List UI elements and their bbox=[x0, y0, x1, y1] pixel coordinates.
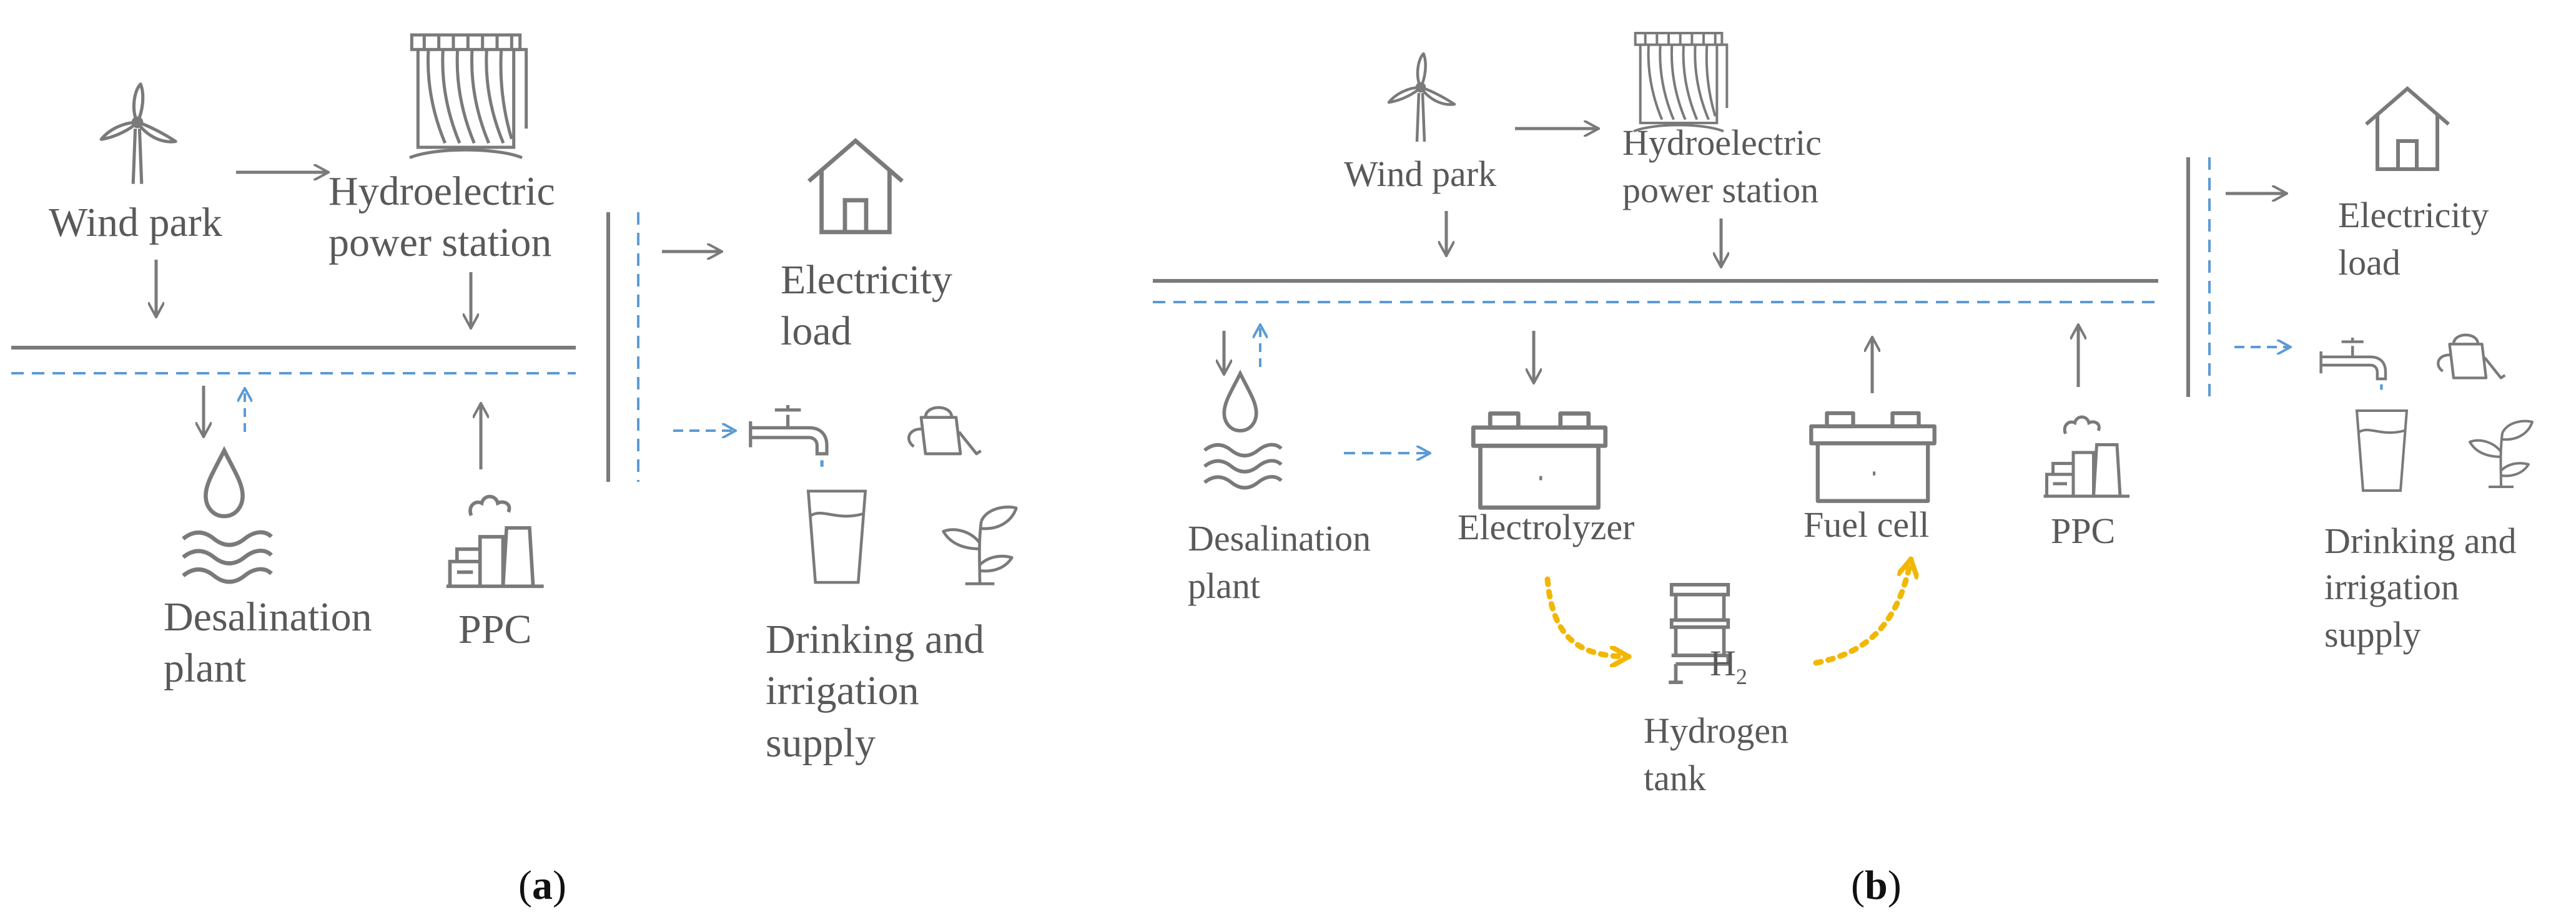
water-drop-icon bbox=[183, 451, 271, 582]
hydrogen-tank-label-line1: Hydrogen bbox=[1644, 710, 1789, 751]
supply-label-line2: irrigation bbox=[766, 668, 919, 713]
desalination-label-line2: plant bbox=[164, 645, 246, 691]
panel-b-caption: (b) bbox=[1851, 863, 1902, 908]
power-plant-icon bbox=[2044, 417, 2130, 496]
ppc-label: PPC bbox=[2051, 511, 2115, 551]
h2-subscript: 2 bbox=[1736, 664, 1747, 689]
wind-turbine-icon bbox=[1389, 54, 1454, 142]
supply-label-line3: supply bbox=[2324, 614, 2421, 655]
glass-icon bbox=[2357, 411, 2407, 491]
water-drop-icon bbox=[1205, 374, 1281, 488]
caption-letter: b bbox=[1865, 863, 1888, 908]
supply-label-line2: irrigation bbox=[2324, 567, 2459, 607]
house-icon bbox=[2366, 89, 2449, 169]
glass-icon bbox=[808, 491, 865, 582]
plant-icon bbox=[2470, 421, 2532, 487]
supply-label-line1: Drinking and bbox=[2324, 521, 2517, 561]
panel-a: Wind park Hydroelectric power station El… bbox=[11, 35, 1016, 908]
desalination-label-line2: plant bbox=[1188, 565, 1260, 606]
desalination-label-line1: Desalination bbox=[164, 594, 372, 640]
arrow-electrolyzer-to-tank bbox=[1544, 576, 1632, 657]
battery-icon bbox=[1473, 414, 1606, 508]
panel-a-caption: (a) bbox=[518, 863, 566, 908]
panel-b: Wind park Hydroelectric power station El… bbox=[1153, 33, 2532, 908]
hydroelectric-label-line2: power station bbox=[328, 220, 551, 265]
hydroelectric-dam-icon bbox=[410, 35, 526, 158]
hydroelectric-dam-icon bbox=[1634, 33, 1727, 131]
wind-park-label: Wind park bbox=[49, 200, 222, 245]
watering-can-icon bbox=[909, 408, 980, 454]
ppc-label: PPC bbox=[458, 607, 531, 652]
supply-label-line3: supply bbox=[766, 720, 876, 766]
electricity-load-label-line1: Electricity bbox=[781, 257, 952, 303]
h2-symbol: H bbox=[1710, 643, 1736, 683]
electricity-load-label-line1: Electricity bbox=[2338, 195, 2489, 235]
hydroelectric-label-line1: Hydroelectric bbox=[328, 169, 555, 214]
watering-can-icon bbox=[2438, 335, 2505, 378]
wind-turbine-icon bbox=[101, 84, 175, 184]
hydroelectric-label-line2: power station bbox=[1622, 170, 1818, 210]
hydroelectric-label-line1: Hydroelectric bbox=[1622, 122, 1822, 163]
hydrogen-tank-label-line2: tank bbox=[1644, 758, 1706, 798]
caption-close: ) bbox=[1888, 863, 1902, 908]
caption-close: ) bbox=[553, 863, 566, 908]
electricity-load-label-line2: load bbox=[2338, 242, 2401, 283]
electrolyzer-label: Electrolyzer bbox=[1458, 507, 1634, 547]
arrow-tank-to-fuel-cell bbox=[1813, 559, 1911, 666]
house-icon bbox=[809, 141, 902, 232]
battery-icon bbox=[1811, 413, 1934, 501]
wind-park-label: Wind park bbox=[1344, 154, 1496, 194]
tap-icon bbox=[751, 405, 827, 467]
fuel-cell-label: Fuel cell bbox=[1804, 504, 1929, 545]
power-plant-icon bbox=[447, 497, 544, 587]
desalination-label-line1: Desalination bbox=[1188, 518, 1371, 559]
h2-label: H2 bbox=[1710, 643, 1747, 689]
caption-open: ( bbox=[1851, 863, 1865, 908]
supply-label-line1: Drinking and bbox=[766, 617, 984, 662]
electricity-load-label-line2: load bbox=[781, 308, 852, 354]
tap-icon bbox=[2321, 338, 2386, 390]
caption-letter: a bbox=[532, 863, 553, 908]
caption-open: ( bbox=[518, 863, 532, 908]
plant-icon bbox=[944, 507, 1017, 584]
